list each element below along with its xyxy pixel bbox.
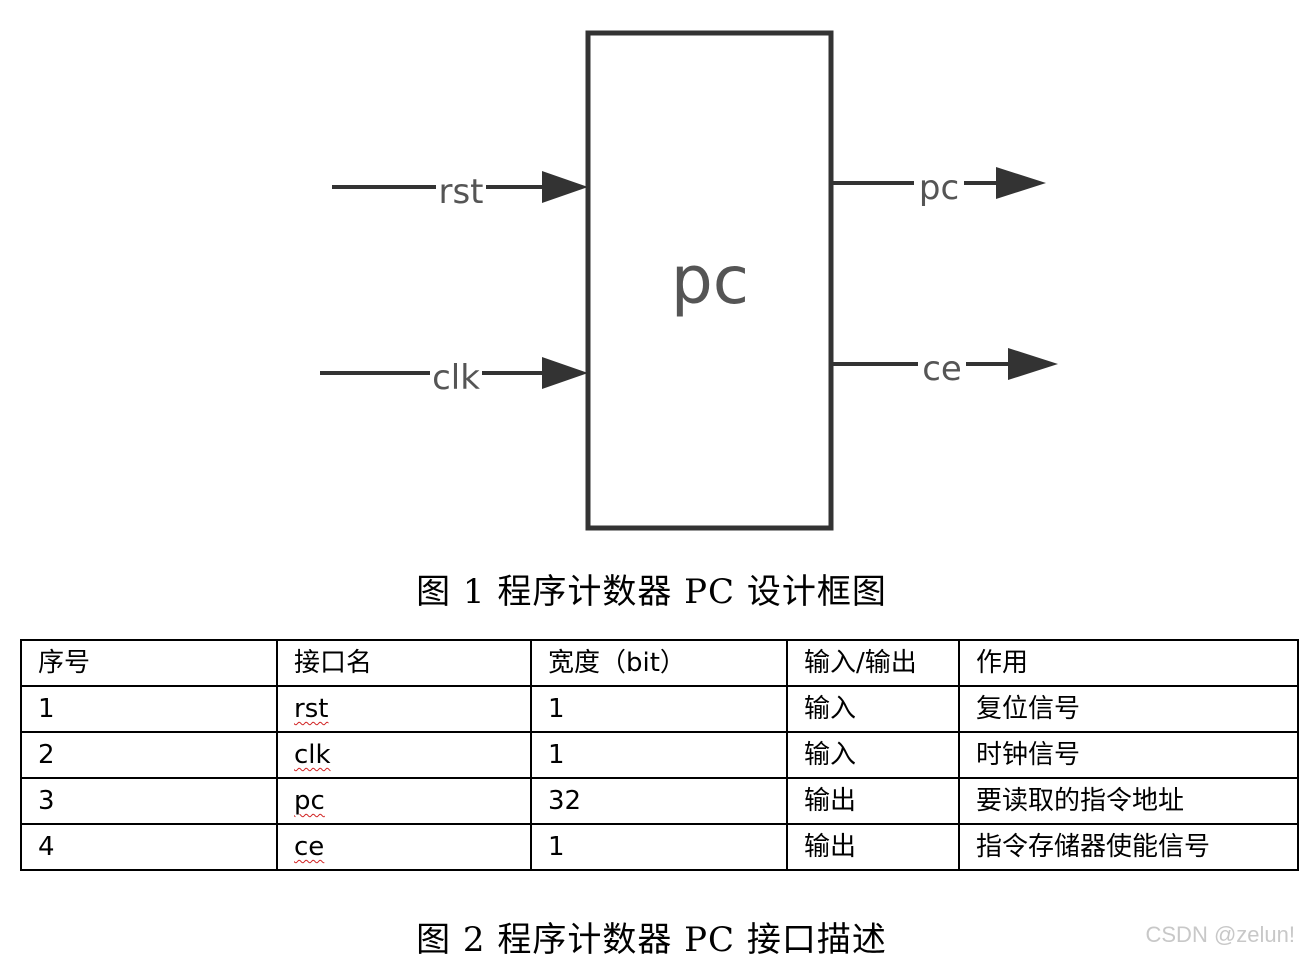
ce-label-bg — [918, 348, 966, 382]
port-name-text: clk — [294, 740, 331, 770]
figure-2-caption: 图 2 程序计数器 PC 接口描述 — [416, 920, 887, 960]
cell-index: 3 — [20, 777, 278, 825]
cell-port-name: ce — [276, 823, 532, 871]
header-width: 宽度（bit） — [530, 639, 788, 687]
pc-output-label: pc — [919, 168, 959, 208]
cell-width: 1 — [530, 823, 788, 871]
pc-block — [585, 30, 834, 531]
interface-table: 序号 接口名 宽度（bit） 输入/输出 作用 1 rst 1 输入 复位信号 … — [20, 639, 1299, 871]
table-row: 1 rst 1 输入 复位信号 — [20, 685, 1299, 733]
cell-width: 32 — [530, 777, 788, 825]
figure-1-caption: 图 1 程序计数器 PC 设计框图 — [416, 572, 887, 612]
cell-direction: 输入 — [786, 731, 960, 779]
port-name-text: ce — [294, 832, 325, 862]
cell-index: 4 — [20, 823, 278, 871]
cell-function: 时钟信号 — [958, 731, 1299, 779]
table-row: 2 clk 1 输入 时钟信号 — [20, 731, 1299, 779]
cell-function: 复位信号 — [958, 685, 1299, 733]
rst-label: rst — [438, 172, 483, 212]
cell-width: 1 — [530, 685, 788, 733]
table-row: 3 pc 32 输出 要读取的指令地址 — [20, 777, 1299, 825]
port-name-text: pc — [294, 786, 325, 816]
header-function: 作用 — [958, 639, 1299, 687]
ce-output-arrowhead — [1008, 348, 1058, 380]
header-index: 序号 — [20, 639, 278, 687]
rst-input-arrowhead — [542, 171, 588, 203]
port-name-text: rst — [294, 694, 329, 724]
cell-port-name: rst — [276, 685, 532, 733]
cell-direction: 输出 — [786, 823, 960, 871]
clk-label: clk — [432, 358, 480, 398]
pc-label-bg — [914, 166, 964, 202]
pc-output-arrowhead — [996, 167, 1046, 199]
clk-input-arrowhead — [542, 357, 588, 389]
cell-direction: 输入 — [786, 685, 960, 733]
table-row: 4 ce 1 输出 指令存储器使能信号 — [20, 823, 1299, 871]
pc-block-diagram: pc rst clk pc ce — [320, 30, 1058, 531]
ce-output-label: ce — [922, 349, 962, 389]
header-port-name: 接口名 — [276, 639, 532, 687]
cell-port-name: pc — [276, 777, 532, 825]
cell-port-name: clk — [276, 731, 532, 779]
table-header-row: 序号 接口名 宽度（bit） 输入/输出 作用 — [20, 639, 1299, 687]
cell-direction: 输出 — [786, 777, 960, 825]
rst-label-bg — [436, 170, 486, 206]
cell-width: 1 — [530, 731, 788, 779]
csdn-watermark: CSDN @zelun! — [1145, 922, 1296, 947]
cell-function: 要读取的指令地址 — [958, 777, 1299, 825]
clk-label-bg — [430, 356, 482, 392]
cell-index: 2 — [20, 731, 278, 779]
cell-function: 指令存储器使能信号 — [958, 823, 1299, 871]
header-direction: 输入/输出 — [786, 639, 960, 687]
cell-index: 1 — [20, 685, 278, 733]
pc-block-label: pc — [671, 242, 749, 319]
